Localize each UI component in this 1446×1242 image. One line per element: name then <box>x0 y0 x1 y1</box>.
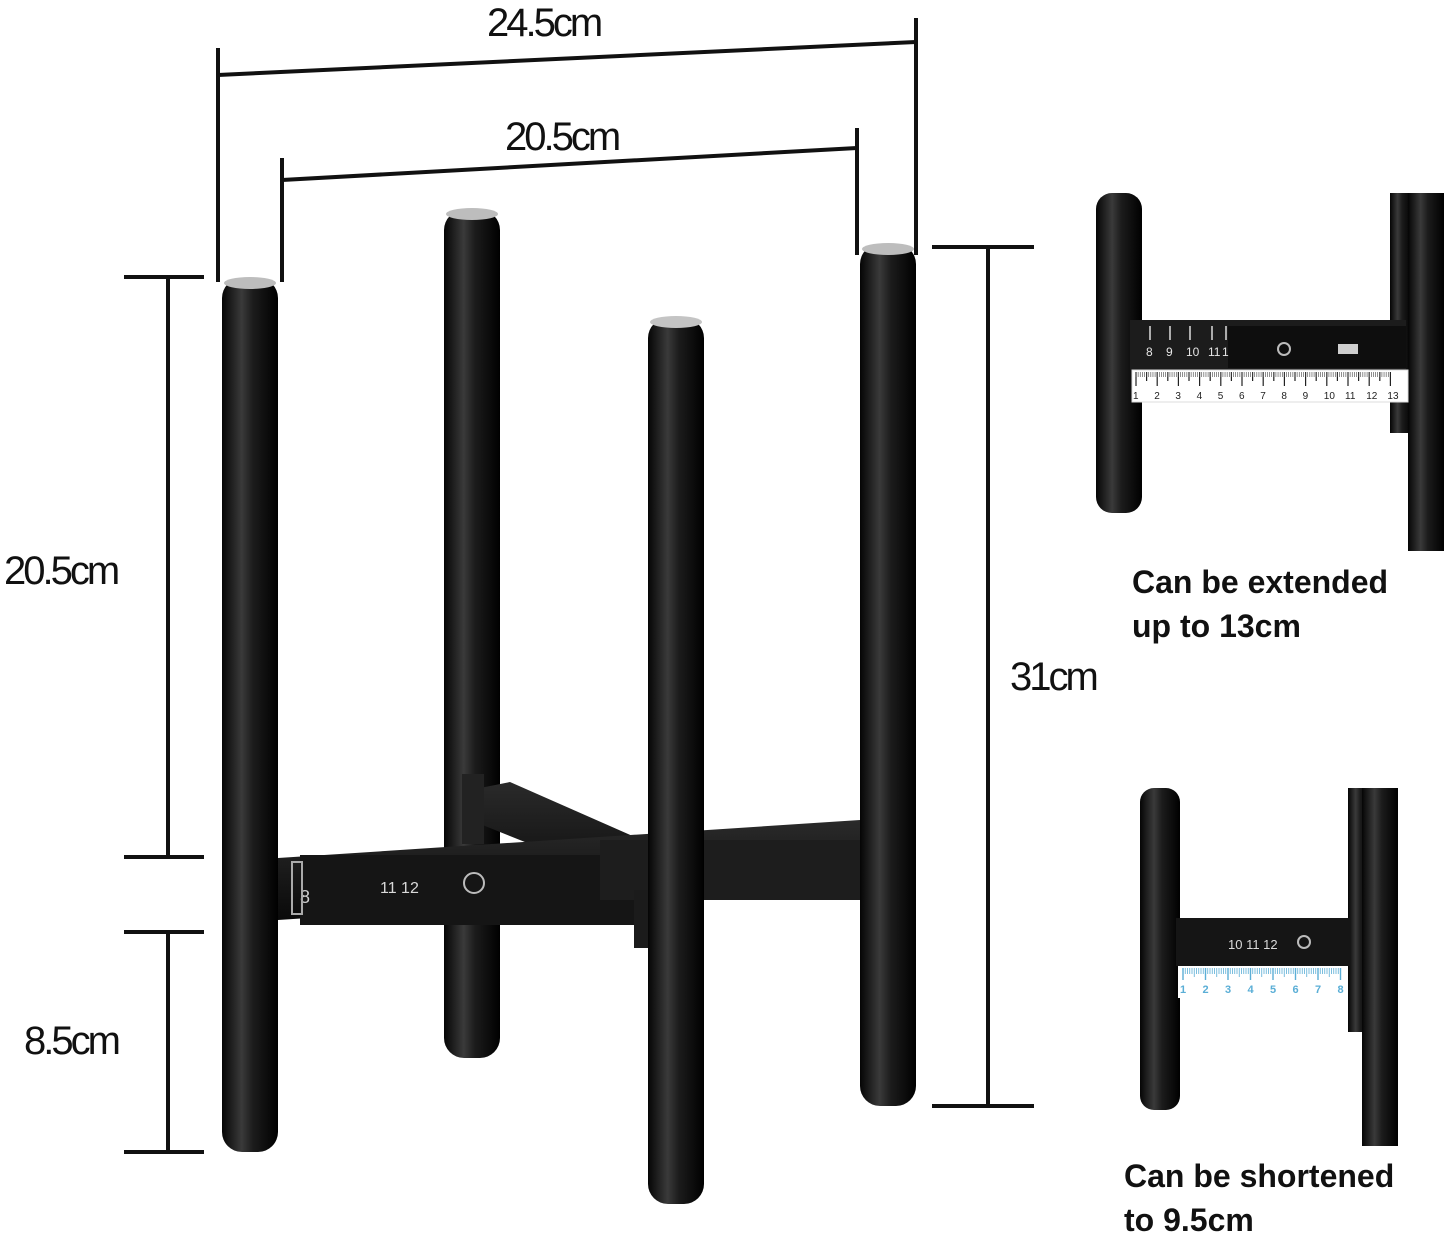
shortened-ruler-number: 7 <box>1315 984 1321 996</box>
shortened-caption-line1: Can be shortened <box>1124 1158 1395 1194</box>
shortened-caption: Can be shortened to 9.5cm <box>1124 1154 1394 1242</box>
bracket-slot-label: 11 12 <box>380 880 419 897</box>
extended-caption-line1: Can be extended <box>1132 564 1389 600</box>
extended-ruler-ticks <box>1135 372 1392 386</box>
shortened-slot-label: 10 11 12 <box>1228 937 1278 952</box>
extended-ruler-number: 7 <box>1260 391 1266 402</box>
shortened-ruler-number: 1 <box>1180 984 1186 996</box>
extended-ruler-number: 11 <box>1345 391 1356 402</box>
extended-ruler-number: 8 <box>1281 391 1287 402</box>
shortened-inset <box>1140 788 1398 1146</box>
extended-slot-number: 11 <box>1208 345 1221 359</box>
extended-slot-number: 8 <box>1146 345 1153 359</box>
extended-ruler-number: 10 <box>1324 391 1336 402</box>
upper-height-label: 20.5cm <box>4 549 118 593</box>
extended-inset <box>1096 193 1444 551</box>
shortened-ruler-ticks <box>1182 968 1342 980</box>
shortened-ruler-numbers: 1 2 3 4 5 6 7 8 <box>1180 984 1344 996</box>
shortened-ruler-number: 3 <box>1225 984 1231 996</box>
extended-slot-number: 9 <box>1166 345 1173 359</box>
extended-slot-number: 10 <box>1186 345 1200 359</box>
total-height-label: 31cm <box>1010 655 1096 699</box>
inner-width-label: 20.5cm <box>505 115 619 159</box>
extended-ruler-number: 6 <box>1239 391 1245 402</box>
outer-width-label: 24.5cm <box>487 1 601 45</box>
extended-caption: Can be extended up to 13cm <box>1132 560 1388 648</box>
extended-ruler-number: 12 <box>1366 391 1378 402</box>
extended-ruler-number: 9 <box>1303 391 1309 402</box>
shortened-ruler-number: 2 <box>1203 984 1209 996</box>
main-stand: 8 11 12 <box>222 208 916 1204</box>
shortened-caption-line2: to 9.5cm <box>1124 1202 1254 1238</box>
extended-slot-number: 1 <box>1222 345 1229 359</box>
extended-ruler-number: 4 <box>1197 391 1203 402</box>
shortened-ruler-number: 5 <box>1270 984 1276 996</box>
dimension-lines <box>124 18 1034 1154</box>
extended-ruler-number: 1 <box>1133 391 1139 402</box>
lower-height-label: 8.5cm <box>24 1019 119 1063</box>
extended-ruler-number: 13 <box>1387 391 1399 402</box>
shortened-ruler-number: 4 <box>1248 984 1255 996</box>
bracket-mark-side: 8 <box>300 887 310 907</box>
shortened-ruler-number: 6 <box>1293 984 1299 996</box>
shortened-ruler-number: 8 <box>1338 984 1344 996</box>
extended-caption-line2: up to 13cm <box>1132 608 1301 644</box>
extended-ruler-number: 5 <box>1218 391 1224 402</box>
extended-ruler-number: 2 <box>1154 391 1160 402</box>
extended-ruler-number: 3 <box>1175 391 1181 402</box>
